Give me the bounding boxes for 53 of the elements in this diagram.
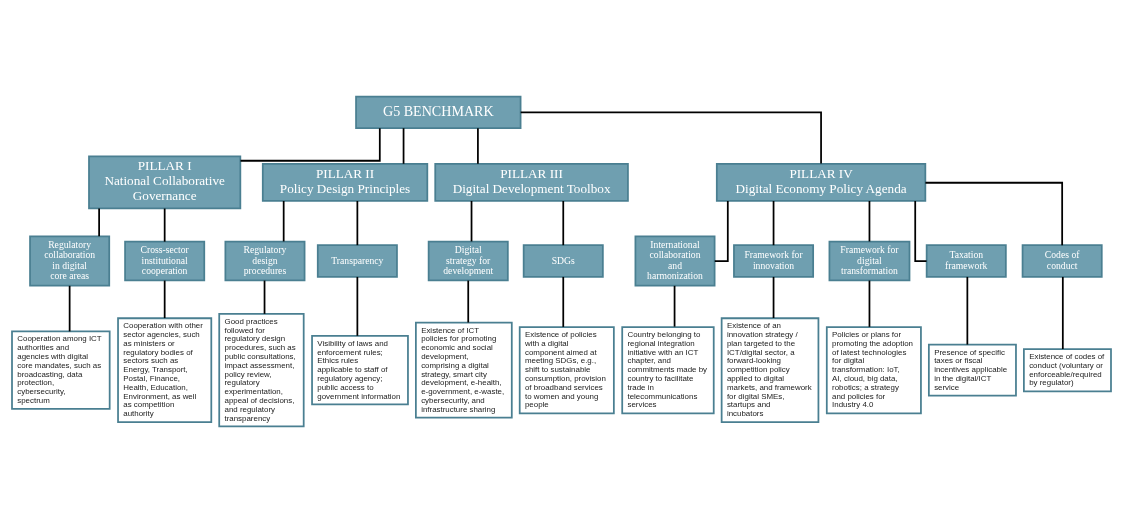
node-box: Codes of conduct [1021,244,1103,278]
node-box: Visibility of laws and enforcement rules; Ethics rules applicable to staff of regulatory agency; public access to government information [311,334,409,406]
node-box: Regulatory design procedures [224,240,306,282]
connector [673,284,676,328]
connector [562,200,565,247]
node-box: Good practices followed for regulatory design procedures, such as public consultations, impact assessment, policy review, regulatory experimentation, appeal of decisions, and regulatory transparency [218,312,305,428]
connector [772,200,775,247]
connector [356,200,359,247]
connector [868,200,871,243]
node-box: Digital strategy for development [427,240,509,282]
node-box: Cooperation among ICT authorities and agencies with digital core mandates, such as broadcasting, data protection, cybersecurity, spectrum [11,330,111,410]
node-box: PILLAR II Policy Design Principles [261,162,429,202]
connector [263,279,266,315]
connector [519,111,822,165]
connector [868,279,871,328]
connector [477,127,479,165]
node-box: Cross-sector institutional cooperation [124,240,206,282]
connector [966,276,969,346]
connector [402,127,405,165]
node-box: Transparency [316,244,398,278]
node-box: Existence of policies with a digital component aimed at meeting SDGs, e.g., shift to sustainable consumption, provision of broadband services to women and young people [518,326,615,415]
node-box: PILLAR III Digital Development Toolbox [434,162,629,202]
connector [68,284,71,333]
connector [163,279,166,319]
connector [163,207,166,243]
connector [924,181,1064,247]
connector [470,200,473,243]
node-box: Country belonging to regional integration initiative with an ICT chapter, and commitments made by country to facilitate trade in telecommunications services [621,326,715,415]
connector [772,276,775,319]
node-box: Existence of an innovation strategy / plan targeted to the ICT/digital sector, a forward-looking competition policy applied to digital markets, and framework for digital SMEs, startups and incubators [720,317,820,423]
node-box: Taxation framework [925,244,1007,278]
connector [914,200,928,262]
node-box: International collaboration and harmonization [634,235,716,287]
connector [282,200,285,243]
node-box: Framework for digital transformation [828,240,911,282]
node-box: Framework for innovation [733,244,815,278]
connector [713,200,729,262]
connector [239,127,381,162]
node-box: PILLAR IV Digital Economy Policy Agenda [715,162,927,202]
node-box: Regulatory collaboration in digital core areas [29,235,111,287]
node-box: Policies or plans for promoting the adoption of latest technologies for digital transformation: IoT, AI, cloud, big data, robotics; a strategy and policies for Industry 4.0 [825,326,922,415]
node-box: Existence of codes of conduct (voluntary or enforceable/required by regulator) [1023,348,1112,393]
connector [467,279,470,324]
node-box: Existence of ICT policies for promoting economic and social development, comprising a digital strategy, smart city development, e-health, e-government, e-waste, cybersecurity, and infrastructure sharing [415,321,513,419]
node-box: Cooperation with other sector agencies, such as ministers or regulatory bodies of sectors such as Energy, Transport, Postal, Finance, Health, Education, Environment, as well as competition authority [117,317,213,423]
connector [98,207,100,238]
connector [1061,276,1064,350]
node-box: G5 BENCHMARK [355,95,522,130]
node-box: PILLAR I National Collaborative Governance [88,155,242,210]
node-box: SDGs [522,244,604,278]
connector [356,276,359,337]
node-box: Presence of specific taxes or fiscal incentives applicable in the digital/ICT service [928,343,1017,397]
connector [562,276,565,328]
